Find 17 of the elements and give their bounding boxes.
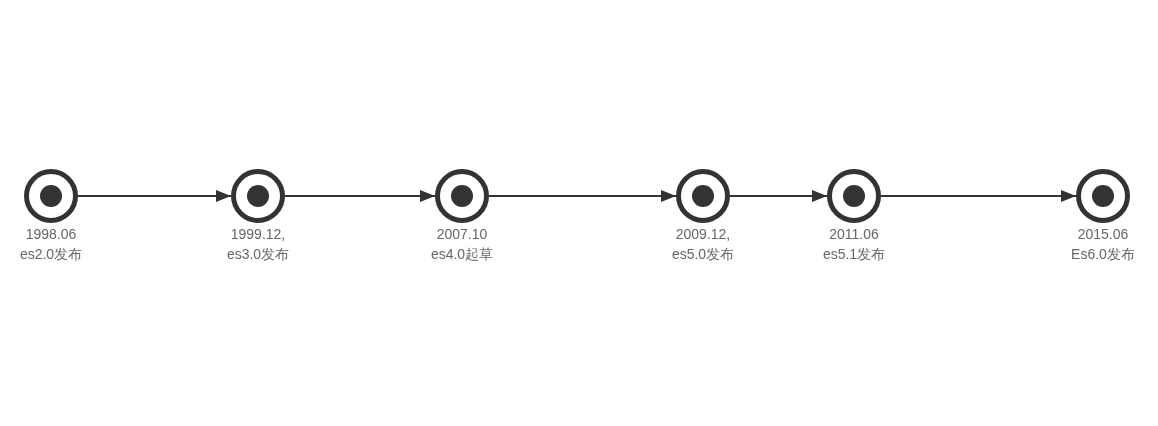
date-caption: 2009.12, es5.0发布 bbox=[670, 225, 736, 264]
date-caption: 2007.10 es4.0起草 bbox=[429, 225, 495, 264]
ring-dot-marker bbox=[435, 169, 489, 223]
ring-dot-marker bbox=[24, 169, 78, 223]
date-caption: 1998.06 es2.0发布 bbox=[18, 225, 84, 264]
arrow bbox=[77, 190, 232, 202]
ring-dot-marker bbox=[827, 169, 881, 223]
ring-dot-marker bbox=[1076, 169, 1130, 223]
date-caption: 2015.06 Es6.0发布 bbox=[1070, 225, 1136, 264]
date-caption: 1999.12, es3.0发布 bbox=[225, 225, 291, 264]
ring-dot-marker bbox=[676, 169, 730, 223]
arrow bbox=[729, 190, 828, 202]
date-caption: 2011.06 es5.1发布 bbox=[821, 225, 887, 264]
ring-dot-marker bbox=[231, 169, 285, 223]
arrow bbox=[488, 190, 677, 202]
arrow bbox=[880, 190, 1077, 202]
arrow bbox=[284, 190, 436, 202]
